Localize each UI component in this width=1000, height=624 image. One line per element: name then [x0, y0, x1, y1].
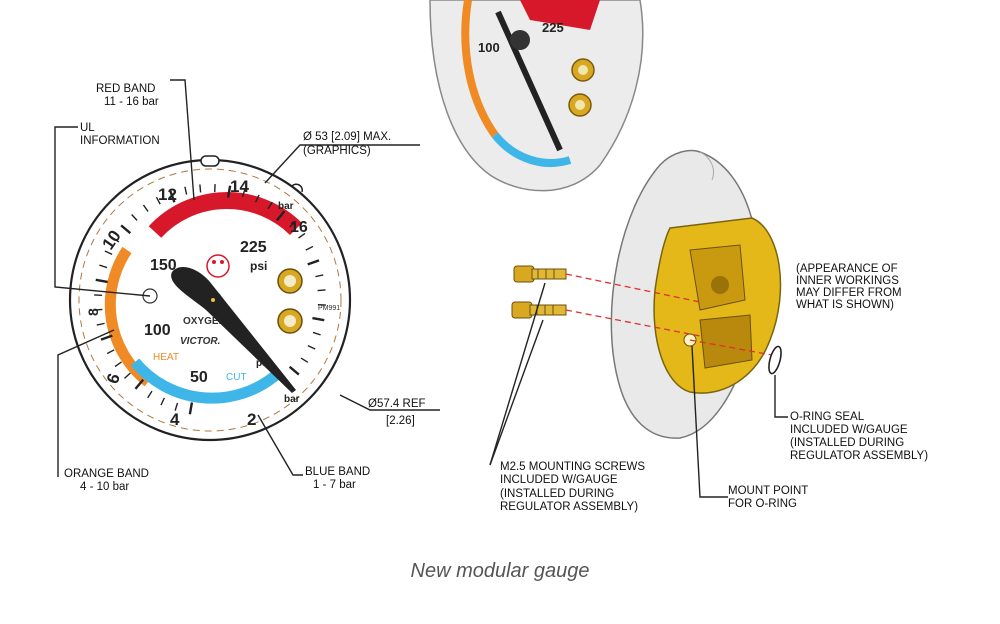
leader-lines	[54, 79, 788, 498]
tick-mark	[315, 274, 324, 278]
gauge-face: 2 4 6 8 10 12 14 16 bar bar 50 100 150 2…	[68, 155, 352, 442]
tick-mark	[267, 201, 273, 210]
exploded-housing	[610, 149, 782, 439]
bar-tick-label: 12	[158, 185, 177, 204]
psi-unit-top: psi	[250, 259, 267, 273]
part-number: PM991	[318, 305, 340, 312]
tick-mark	[142, 204, 149, 212]
callout-mount-point: MOUNT POINT FOR O-RING	[728, 485, 811, 510]
tick-mark	[160, 397, 165, 406]
callout-inner-workings: (APPEARANCE OF INNER WORKINGS MAY DIFFER…	[796, 263, 905, 311]
heat-label: HEAT	[153, 352, 179, 363]
brand-label: VICTOR.	[180, 336, 220, 347]
callout-red-band: RED BAND 11 - 16 bar	[96, 83, 159, 108]
tick-mark	[124, 372, 131, 379]
tick-mark	[300, 357, 309, 363]
tick-mark	[169, 190, 176, 203]
bar-tick-label: 2	[247, 410, 256, 429]
tick-mark	[312, 331, 321, 336]
top-face-number: 225	[542, 20, 564, 35]
tick-mark	[288, 365, 300, 376]
callout-ul-information: UL INFORMATION	[80, 122, 160, 147]
tick-mark	[155, 196, 161, 205]
tick-mark	[120, 224, 132, 235]
callout-mounting-screws: M2.5 MOUNTING SCREWS INCLUDED W/GAUGE (I…	[500, 461, 648, 513]
oxygen-label: OXYGEN	[183, 316, 226, 327]
tick-mark	[255, 194, 260, 203]
top-face-number: 100	[478, 40, 500, 55]
bar-tick-label: 14	[230, 177, 249, 196]
tick-mark	[174, 402, 179, 411]
tick-mark	[100, 334, 113, 341]
tick-mark	[99, 264, 108, 269]
bar-tick-label: 16	[290, 219, 308, 236]
tick-mark	[184, 186, 188, 195]
tick-mark	[305, 245, 314, 251]
callout-blue-band: BLUE BAND 1 - 7 bar	[305, 466, 373, 491]
warning-triangle-icon	[173, 233, 189, 246]
cut-label: CUT	[226, 372, 247, 383]
tick-mark	[106, 349, 115, 355]
psi-tick-label: 225	[240, 239, 267, 256]
tick-mark	[104, 250, 113, 255]
tick-mark	[134, 378, 145, 390]
tick-mark	[275, 210, 286, 222]
bar-unit-bottom: bar	[284, 394, 300, 405]
callout-oring-seal: O-RING SEAL INCLUDED W/GAUGE (INSTALLED …	[790, 411, 928, 462]
psi-tick-label: 150	[150, 257, 177, 274]
tick-mark	[226, 185, 232, 198]
bar-tick-label: 8	[85, 308, 101, 316]
too-high-label: TOO HIGH	[190, 235, 234, 245]
tick-mark	[131, 214, 138, 221]
brand-logo-icon	[206, 254, 230, 278]
tick-mark	[241, 189, 246, 198]
tick-mark	[94, 308, 103, 311]
tick-mark	[147, 390, 153, 399]
tick-mark	[114, 361, 122, 368]
tick-mark	[188, 402, 194, 415]
o-ring	[768, 345, 782, 375]
callout-graphics-diameter: Ø 53 [2.09] MAX. (GRAPHICS)	[303, 131, 394, 157]
tick-mark	[96, 322, 105, 326]
tick-mark	[95, 278, 108, 284]
callout-orange-band: ORANGE BAND 4 - 10 bar	[64, 468, 152, 493]
bar-tick-label: 4	[170, 410, 180, 429]
tick-mark	[289, 221, 296, 228]
tick-mark	[307, 345, 316, 350]
tick-mark	[307, 259, 320, 266]
screw-upper	[513, 265, 567, 283]
figure-caption: New modular gauge	[410, 560, 590, 582]
psi-tick-label: 100	[144, 322, 171, 339]
tick-mark	[317, 289, 326, 292]
tick-mark	[111, 237, 120, 243]
tick-mark	[312, 316, 325, 322]
tick-mark	[199, 184, 202, 193]
exploded-dial-face: 100 225	[429, 0, 644, 192]
gauge-tick-marks	[94, 184, 326, 415]
callout-ref-diameter: Ø57.4 REF [2.26]	[368, 398, 429, 427]
gauge-needle	[171, 267, 296, 393]
psi-tick-label: 50	[190, 369, 208, 386]
mounting-screws	[511, 265, 773, 356]
tick-mark	[298, 232, 306, 239]
bar-unit-top: bar	[278, 201, 294, 212]
